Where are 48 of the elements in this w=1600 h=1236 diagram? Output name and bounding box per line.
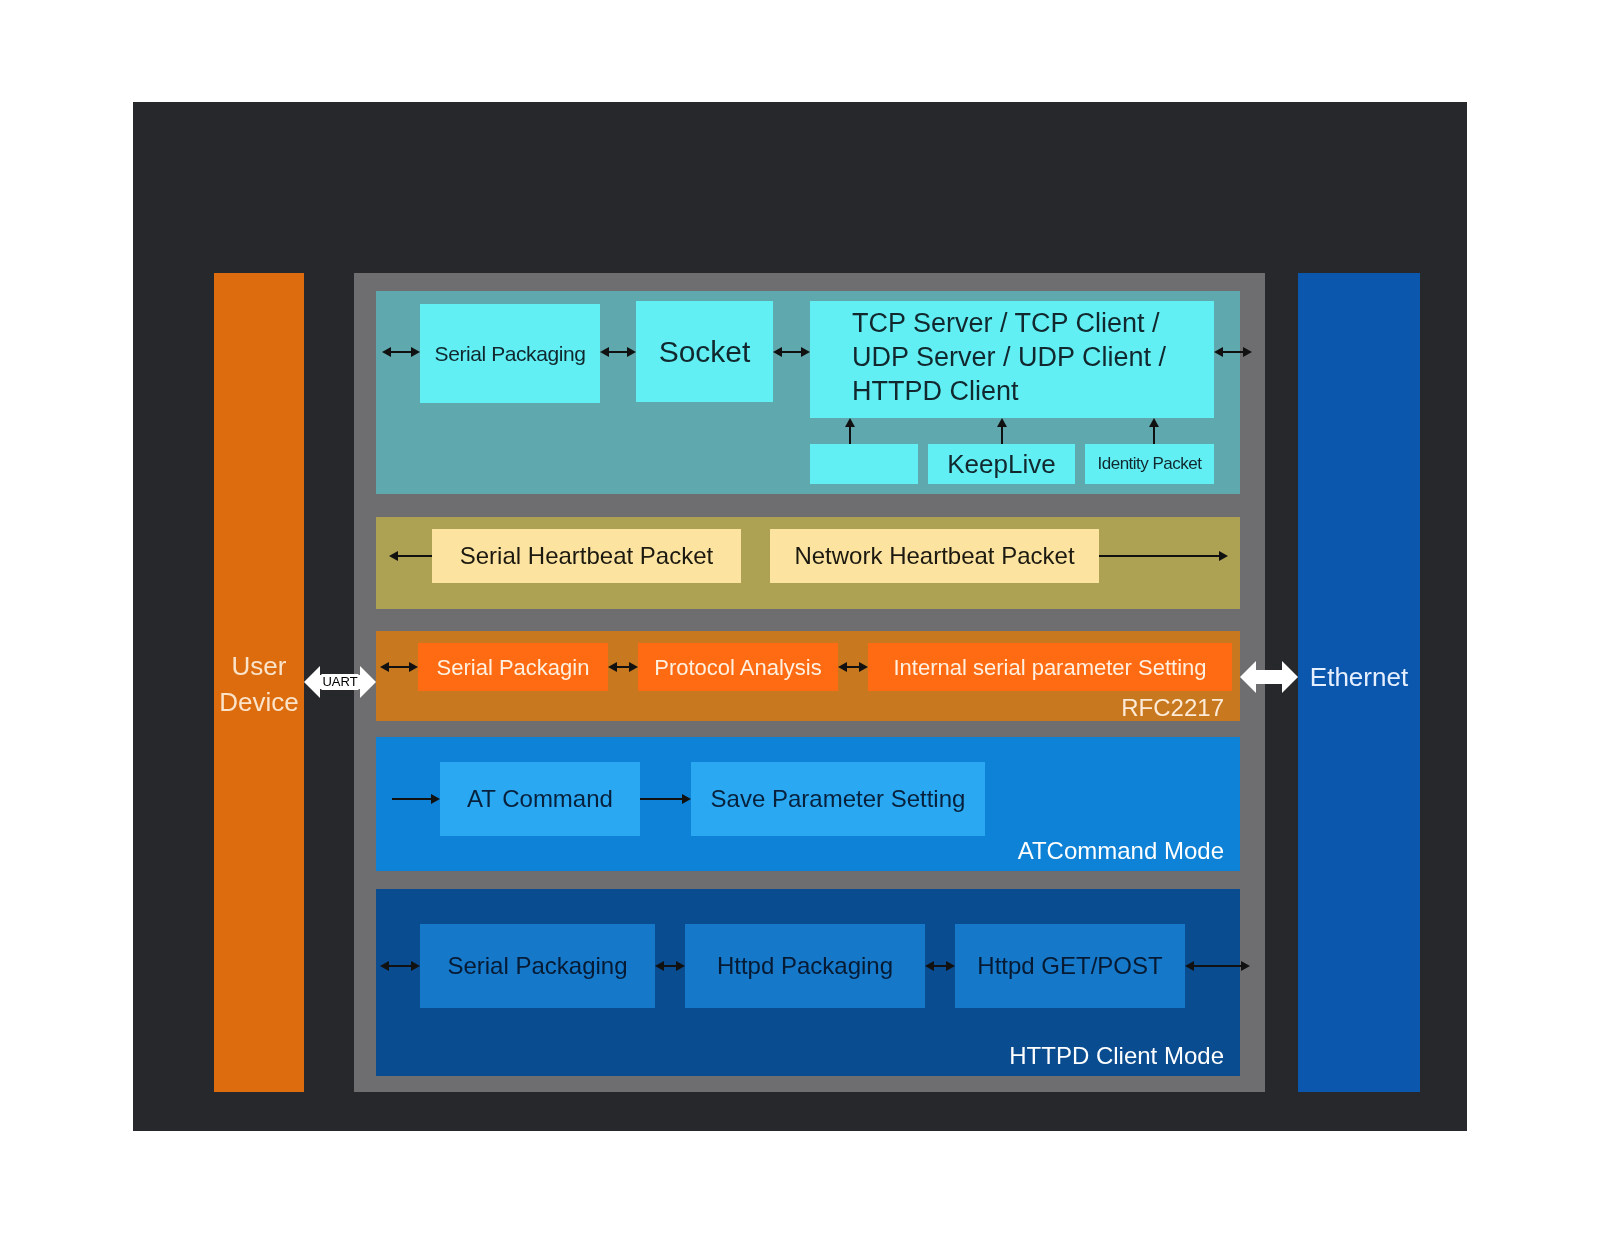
- layer-band: [376, 889, 1240, 1076]
- double-arrow: [838, 662, 868, 672]
- process-box: Serial Heartbeat Packet: [432, 529, 741, 583]
- column-label: Ethernet: [1308, 661, 1410, 694]
- double-arrow: [382, 347, 420, 357]
- ethernet-column: [1298, 273, 1420, 1092]
- double-arrow: [925, 961, 955, 971]
- arrow: [1098, 551, 1228, 561]
- process-box: Serial Packaging: [420, 924, 655, 1008]
- process-box: Httpd GET/POST: [955, 924, 1185, 1008]
- process-box: Identity Packet: [1085, 444, 1214, 484]
- process-box: Protocol Analysis: [638, 643, 838, 691]
- edge-label: UART: [321, 674, 359, 690]
- double-arrow: [1214, 347, 1252, 357]
- layer-band: [376, 517, 1240, 609]
- layer-label: HTTPD Client Mode: [1009, 1044, 1224, 1068]
- layer-band: [376, 737, 1240, 871]
- double-arrow: [600, 347, 636, 357]
- layer-label: RFC2217: [1121, 696, 1224, 720]
- user-device-column: [214, 273, 304, 1092]
- process-box: TCP Server / TCP Client / UDP Server / UDP Client / HTTPD Client: [810, 301, 1214, 418]
- layer-band: [376, 291, 1240, 494]
- double-arrow: [608, 662, 638, 672]
- double-arrow: [1240, 661, 1298, 693]
- arrow: [639, 794, 691, 804]
- layer-band: [376, 631, 1240, 721]
- double-arrow: [773, 347, 810, 357]
- arrow: [391, 794, 440, 804]
- arrow: [997, 418, 1007, 445]
- process-box: Serial Packagin: [418, 643, 608, 691]
- double-arrow: [380, 662, 418, 672]
- double-arrow: [380, 961, 420, 971]
- arrow: [1149, 418, 1159, 445]
- process-box: KeepLive: [928, 444, 1075, 484]
- process-box: Serial Packaging: [420, 304, 600, 403]
- arrow: [845, 418, 855, 445]
- process-box: AT Command: [440, 762, 640, 836]
- double-arrow: [1185, 961, 1250, 971]
- process-box: Network Heartbeat Packet: [770, 529, 1099, 583]
- layer-label: ATCommand Mode: [1017, 839, 1224, 863]
- process-box: Socket: [636, 301, 773, 402]
- process-box: [810, 444, 918, 484]
- double-arrow: [655, 961, 685, 971]
- arrow: [389, 551, 433, 561]
- column-label: User Device: [218, 650, 300, 719]
- process-box: Internal serial parameter Setting: [868, 643, 1232, 691]
- process-box: Save Parameter Setting: [691, 762, 985, 836]
- process-box: Httpd Packaging: [685, 924, 925, 1008]
